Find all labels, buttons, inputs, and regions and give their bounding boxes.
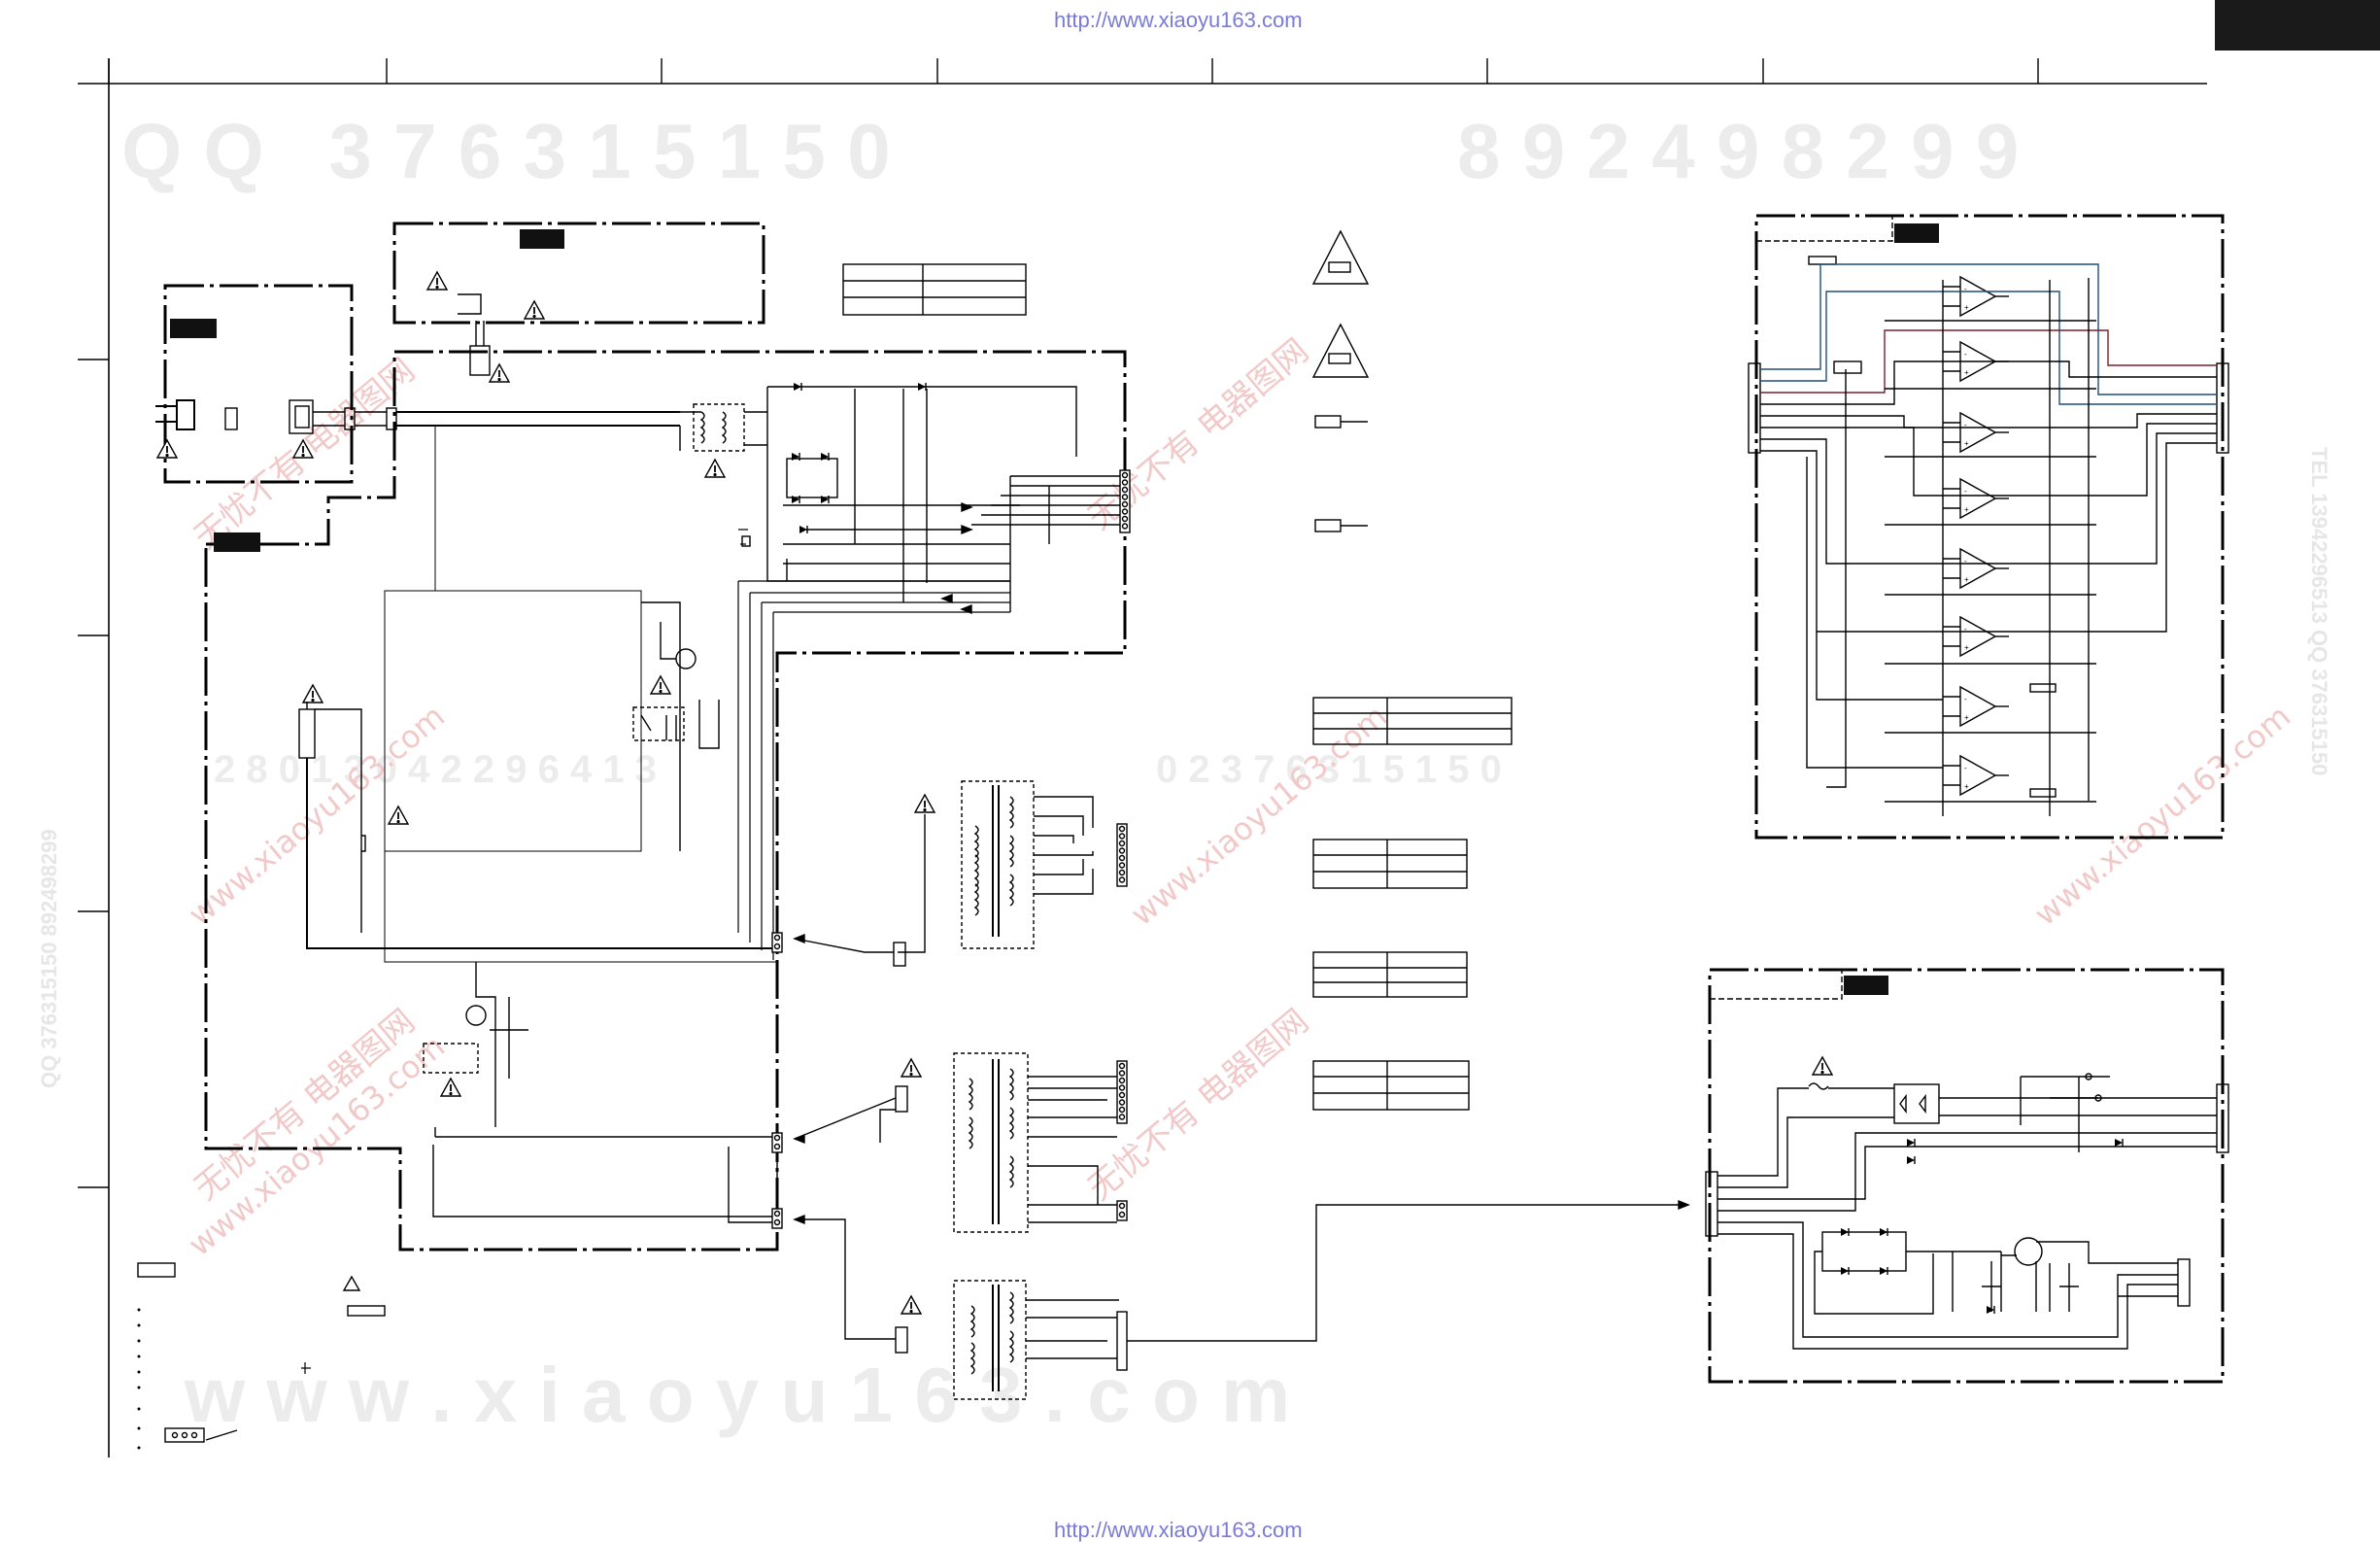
- watermark-top-left: Q Q 3 7 6 3 1 5 1 5 0: [121, 108, 891, 194]
- watermark-bottom: w w w . x i a o y u 1 6 3 . c o m: [185, 1352, 1291, 1438]
- footer-url[interactable]: http://www.xiaoyu163.com: [1054, 1518, 1303, 1542]
- watermark-middle-right: 0 2 3 7 6 3 1 5 1 5 0: [1156, 748, 1502, 791]
- watermark-middle: 2 8 0 1 3 0 4 2 2 9 6 4 1 3: [214, 748, 657, 791]
- header-url[interactable]: http://www.xiaoyu163.com: [1054, 8, 1303, 32]
- page-corner-tab: [2215, 0, 2380, 51]
- watermark-top-right: 8 9 2 4 9 8 2 9 9: [1457, 108, 2020, 194]
